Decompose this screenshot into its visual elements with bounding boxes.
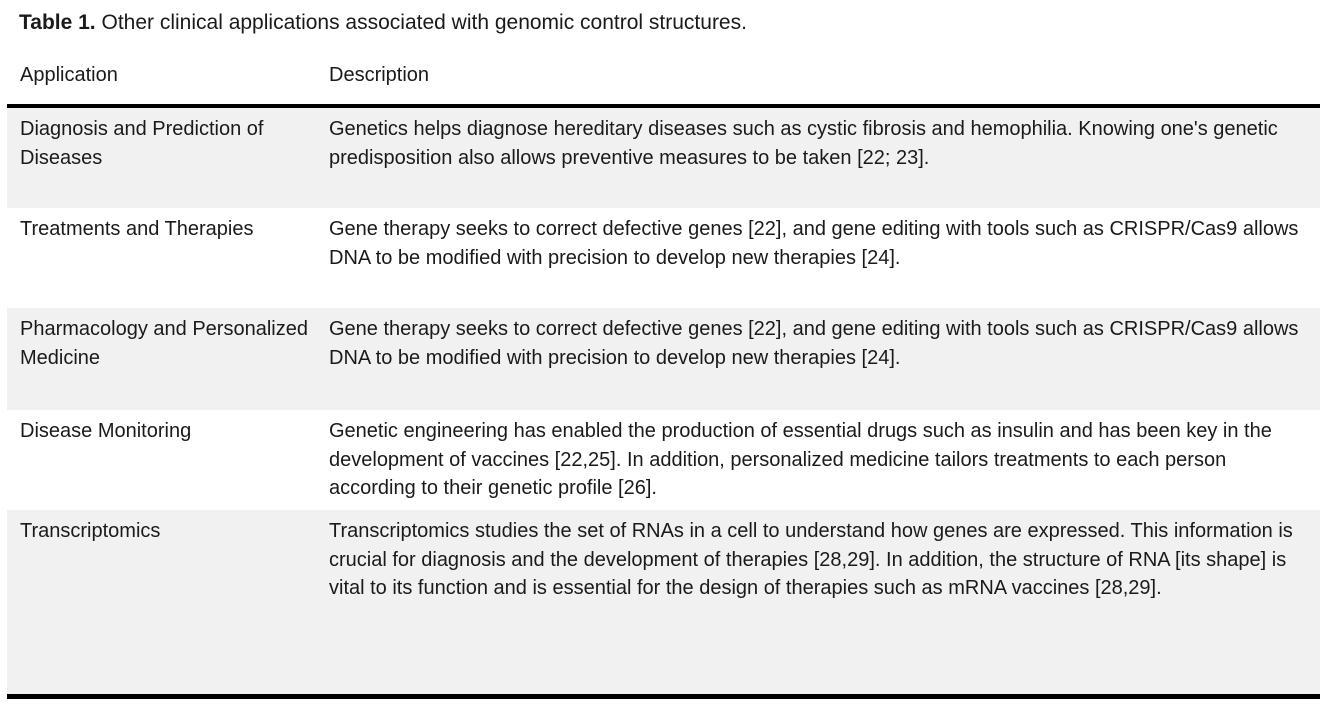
clinical-applications-table: Application Description Diagnosis and Pr… bbox=[7, 62, 1320, 694]
table-container: Application Description Diagnosis and Pr… bbox=[7, 62, 1320, 694]
cell-description: Transcriptomics studies the set of RNAs … bbox=[318, 510, 1320, 694]
table-row: Disease Monitoring Genetic engineering h… bbox=[7, 410, 1320, 510]
cell-application: Pharmacology and Personalized Medicine bbox=[7, 308, 318, 410]
table-body: Diagnosis and Prediction of Diseases Gen… bbox=[7, 106, 1320, 694]
cell-application: Treatments and Therapies bbox=[7, 208, 318, 308]
table-row: Diagnosis and Prediction of Diseases Gen… bbox=[7, 106, 1320, 208]
cell-application: Diagnosis and Prediction of Diseases bbox=[7, 106, 318, 208]
table-header-row: Application Description bbox=[7, 62, 1320, 108]
table-bottom-rule bbox=[7, 694, 1320, 699]
cell-description: Gene therapy seeks to correct defective … bbox=[318, 308, 1320, 410]
cell-application: Transcriptomics bbox=[7, 510, 318, 694]
table-row: Treatments and Therapies Gene therapy se… bbox=[7, 208, 1320, 308]
table-row: Transcriptomics Transcriptomics studies … bbox=[7, 510, 1320, 694]
cell-description: Genetic engineering has enabled the prod… bbox=[318, 410, 1320, 510]
table-caption: Table 1. Other clinical applications ass… bbox=[19, 9, 1309, 37]
cell-description: Genetics helps diagnose hereditary disea… bbox=[318, 106, 1320, 208]
column-header-description: Description bbox=[318, 62, 1320, 108]
table-caption-text: Other clinical applications associated w… bbox=[101, 11, 747, 34]
table-row: Pharmacology and Personalized Medicine G… bbox=[7, 308, 1320, 410]
table-header: Application Description bbox=[7, 62, 1320, 108]
column-header-application: Application bbox=[7, 62, 318, 108]
cell-description: Gene therapy seeks to correct defective … bbox=[318, 208, 1320, 308]
cell-application: Disease Monitoring bbox=[7, 410, 318, 510]
table-caption-label: Table 1. bbox=[19, 11, 96, 34]
